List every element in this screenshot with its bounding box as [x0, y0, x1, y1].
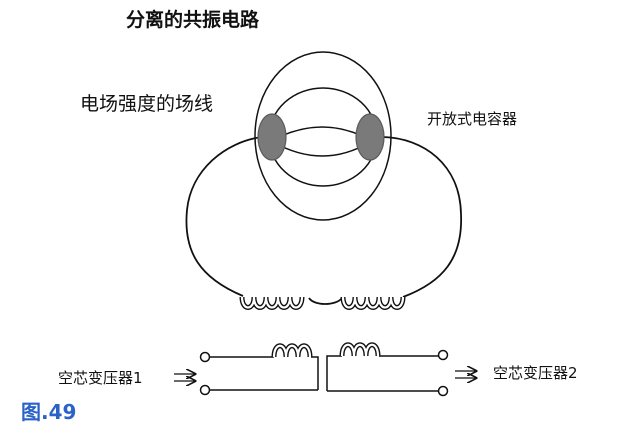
transformer-1 [199, 351, 319, 396]
loop-right-wire [382, 136, 462, 298]
figure-number: 图.49 [21, 400, 77, 424]
terminal-2b [437, 385, 449, 397]
capacitor-plate-left [257, 113, 287, 161]
transformer-1-label: 空芯变压器1 [58, 369, 143, 387]
transformer-2-coil [339, 342, 381, 357]
loop-left-wire [185, 136, 263, 297]
transformer-2-label: 空芯变压器2 [493, 364, 578, 382]
terminal-2a [437, 349, 449, 361]
field-line-inner-lower [272, 141, 371, 157]
terminal-1a [199, 351, 211, 363]
transformer-2-coil-inner [340, 343, 380, 357]
transformer-1-coil-inner [272, 344, 312, 358]
transformer-1-side-wire [311, 356, 319, 390]
transformer-2-side-wire [326, 355, 342, 391]
resonant-coil-right-inner [341, 296, 405, 309]
resonant-coil-left-inner [240, 296, 304, 309]
diagram-title: 分离的共振电路 [126, 9, 260, 31]
input-arrows [174, 374, 195, 381]
terminal-1b [199, 384, 211, 396]
transformer-2 [326, 349, 449, 397]
resonant-loop [185, 136, 462, 305]
field-lines-label: 电场强度的场线 [80, 93, 214, 115]
output-arrows [455, 371, 476, 378]
capacitor-plate-right [355, 113, 385, 161]
field-line-outer [254, 51, 392, 221]
capacitor-label: 开放式电容器 [427, 110, 518, 128]
loop-bottom-connector [308, 297, 343, 305]
transformer-1-coil [271, 343, 313, 358]
